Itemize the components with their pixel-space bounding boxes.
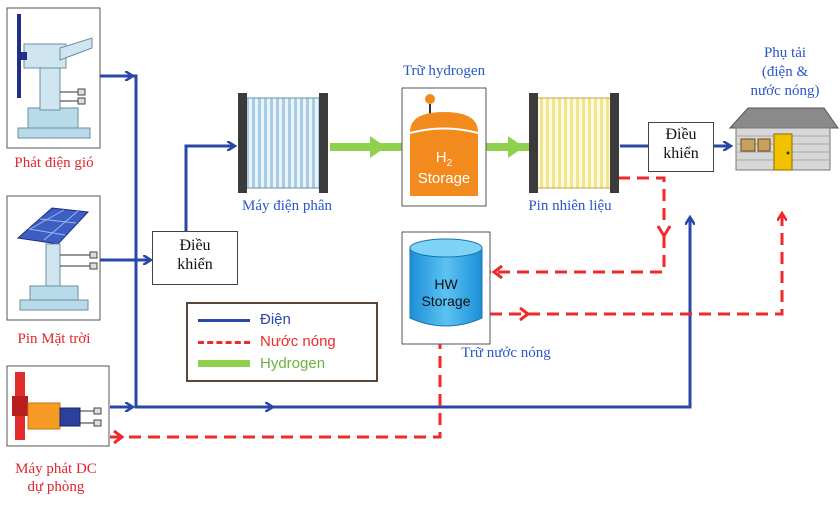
h2-formula-main: H bbox=[435, 149, 447, 166]
legend-label-electric: Điện bbox=[260, 311, 291, 328]
electric-to-electrolyzer bbox=[184, 146, 234, 232]
hot-water-storage-title: Trữ nước nóng bbox=[461, 345, 551, 361]
hw-backup-line bbox=[110, 344, 442, 439]
electrolyzer-stack bbox=[238, 93, 328, 193]
legend-swatch-electric bbox=[198, 319, 250, 322]
h2-formula: H2 bbox=[410, 150, 478, 172]
solar-label: Pin Mặt trời bbox=[17, 331, 91, 347]
hydrogen-lines bbox=[330, 136, 529, 158]
hw-to-storage bbox=[490, 236, 666, 274]
legend-swatch-hydrogen bbox=[198, 360, 250, 367]
hydrogen-storage-title: Trữ hydrogen bbox=[402, 63, 486, 79]
fuel-cell-label: Pin nhiên liệu bbox=[528, 198, 612, 214]
legend-item-electric: Điện bbox=[198, 310, 368, 330]
electrolyzer-label: Máy điện phân bbox=[242, 198, 332, 214]
load-label: Phụ tải (điện & nước nóng) bbox=[750, 45, 820, 99]
legend-item-hydrogen: Hydrogen bbox=[198, 354, 368, 374]
hw-storage-to-load bbox=[490, 214, 782, 316]
hot-water-storage-tank bbox=[401, 231, 491, 345]
fuel-cell-stack bbox=[529, 93, 619, 193]
hw-fuelcell-down bbox=[618, 176, 666, 222]
backup-generator-box bbox=[6, 365, 110, 447]
legend: Điện Nước nóng Hydrogen bbox=[186, 302, 378, 382]
hw-storage-text: HW Storage bbox=[421, 276, 471, 309]
electric-lines bbox=[100, 76, 730, 407]
hot-water-lines bbox=[110, 176, 782, 439]
hw-arrowheads bbox=[113, 225, 672, 445]
legend-item-hot-water: Nước nóng bbox=[198, 332, 368, 352]
h2-formula-sub: 2 bbox=[446, 158, 453, 169]
legend-swatch-hot-water bbox=[198, 341, 250, 344]
legend-label-hydrogen: Hydrogen bbox=[260, 355, 326, 372]
hydrogen-storage-tank bbox=[401, 87, 487, 207]
h2-storage-text: Storage bbox=[417, 170, 471, 187]
controller-right: Điều khiển bbox=[648, 122, 714, 172]
legend-label-hot-water: Nước nóng bbox=[260, 333, 336, 350]
solar-panel-box bbox=[6, 195, 101, 321]
house-load-icon bbox=[728, 107, 839, 171]
backup-generator-label: Máy phát DC dự phòng bbox=[15, 461, 97, 495]
controller-left: Điều khiển bbox=[152, 231, 238, 285]
wind-turbine-box bbox=[6, 7, 101, 149]
wind-label: Phát điện gió bbox=[14, 155, 94, 171]
